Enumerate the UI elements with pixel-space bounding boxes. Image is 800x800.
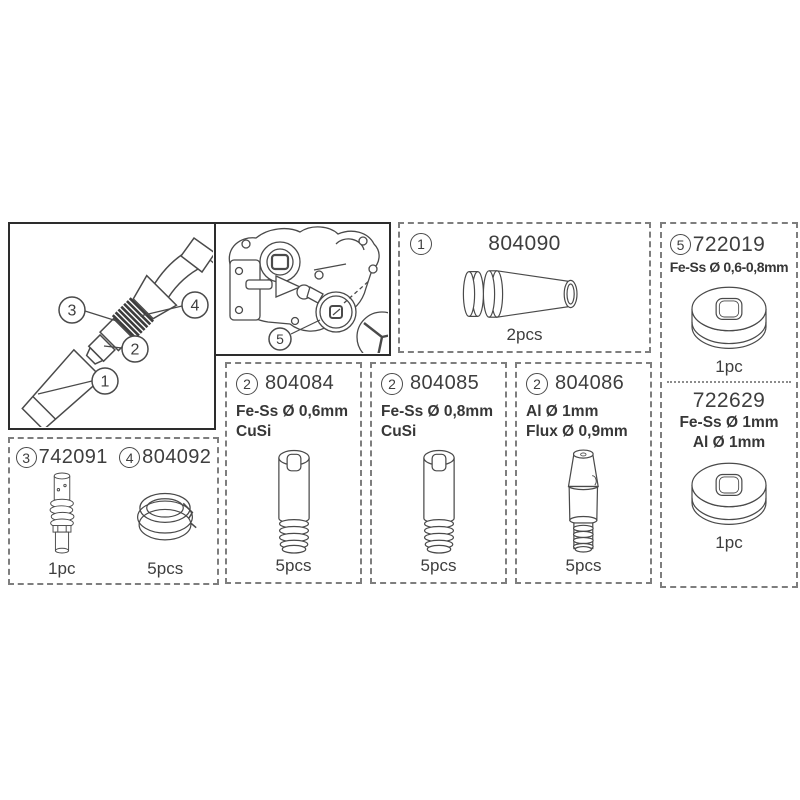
- svg-text:3: 3: [68, 303, 77, 320]
- spec-line: Fe-Ss Ø 0,6-0,8mm: [669, 259, 789, 275]
- spec-line: Al Ø 1mm: [526, 403, 599, 420]
- callout-1-badge: 1: [410, 233, 432, 255]
- part-section-722629: 722629 Fe-Ss Ø 1mm Al Ø 1mm 1pc: [662, 383, 796, 553]
- quantity-label: 1pc: [48, 559, 76, 578]
- torch-overview-panel: 3 4 2 1: [8, 222, 216, 430]
- callout-1-marker: 1: [91, 367, 119, 395]
- spring-drawing-icon: [137, 492, 197, 541]
- tapered-contact-tip-drawing-icon: [567, 449, 599, 553]
- svg-text:5: 5: [276, 331, 284, 347]
- part-number-804085: 804085: [410, 372, 480, 394]
- quantity-label: 5pcs: [565, 556, 602, 575]
- callout-4-marker: 4: [181, 291, 209, 319]
- spec-line: Fe-Ss Ø 0,8mm: [381, 403, 493, 420]
- part-section-804092: 4 804092 5pcs: [114, 439, 218, 583]
- feeder-bracket-shape: [229, 259, 261, 321]
- thread-coil-shape: [111, 297, 155, 340]
- torch-connector-shape: [179, 236, 213, 274]
- spec-line: Fe-Ss Ø 0,6mm: [236, 403, 348, 420]
- svg-text:1: 1: [101, 374, 110, 391]
- contact-tip-drawing-icon: [277, 449, 310, 554]
- part-number-742091: 742091: [38, 446, 108, 468]
- callout-2-badge: 2: [526, 372, 548, 395]
- part-panel-rollers: 5 722019 Fe-Ss Ø 0,6-0,8mm 1pc 722629 Fe…: [660, 222, 798, 588]
- part-panel-holder-and-spring: 3 742091: [8, 437, 219, 585]
- part-section-722019: 5 722019 Fe-Ss Ø 0,6-0,8mm 1pc: [662, 224, 796, 377]
- part-number-804092: 804092: [142, 446, 212, 468]
- pressure-arm-shape: [275, 274, 302, 298]
- spec-line: CuSi: [236, 423, 272, 440]
- wire-feeder-overview-panel: 5: [214, 222, 391, 356]
- callout-3-badge: 3: [15, 447, 37, 468]
- quantity-label: 2pcs: [506, 325, 543, 344]
- spec-line: Flux Ø 0,9mm: [526, 423, 628, 440]
- quantity-label: 1pc: [715, 533, 743, 552]
- part-number-804086: 804086: [555, 372, 625, 394]
- section-divider: [667, 381, 791, 383]
- tip-holder-drawing-icon: [49, 472, 75, 554]
- callout-leader-lines: [37, 305, 183, 395]
- part-panel-804084: 2 804084 Fe-Ss Ø 0,6mm CuSi 5pcs: [225, 362, 362, 584]
- part-number-722019: 722019: [692, 233, 766, 256]
- callout-4-badge: 4: [119, 447, 141, 468]
- quantity-label: 5pcs: [275, 556, 312, 575]
- feed-roller-drawing-icon: [691, 286, 767, 349]
- part-panel-804086: 2 804086 Al Ø 1mm Flux Ø 0,9mm: [515, 362, 652, 584]
- spec-line: Fe-Ss Ø 1mm: [679, 414, 779, 431]
- torch-front-parts: [21, 274, 178, 427]
- torch-drawing-icon: 3 4 2 1: [21, 236, 213, 427]
- quantity-label: 5pcs: [147, 559, 184, 578]
- part-number-804090: 804090: [488, 232, 561, 255]
- gas-nozzle-drawing-icon: [462, 270, 578, 318]
- part-number-804084: 804084: [265, 372, 335, 394]
- part-number-722629: 722629: [692, 389, 766, 412]
- contact-tip-shape: [87, 333, 116, 363]
- callout-3-marker: 3: [58, 296, 86, 324]
- callout-5-marker: 5: [268, 327, 292, 351]
- contact-tip-drawing-icon: [422, 449, 455, 554]
- part-section-742091: 3 742091: [10, 439, 114, 583]
- callout-2-badge: 2: [381, 372, 403, 395]
- part-panel-804090: 1 804090 2pcs: [398, 222, 651, 353]
- quantity-label: 1pc: [715, 357, 743, 376]
- wire-feeder-drawing-icon: 5: [228, 226, 388, 353]
- star-knob-shape: [356, 311, 388, 353]
- part-panel-804085: 2 804085 Fe-Ss Ø 0,8mm CuSi 5pcs: [370, 362, 507, 584]
- callout-2-marker: 2: [121, 335, 149, 363]
- svg-text:4: 4: [191, 298, 200, 315]
- feed-roller-drawing-icon: [691, 462, 767, 525]
- svg-text:2: 2: [131, 342, 140, 359]
- torch-body-taper-shape: [132, 274, 178, 320]
- quantity-label: 5pcs: [420, 556, 457, 575]
- spec-line: CuSi: [381, 423, 417, 440]
- callout-5-badge: 5: [670, 234, 691, 255]
- callout-2-badge: 2: [236, 372, 258, 395]
- spec-line: Al Ø 1mm: [692, 434, 766, 451]
